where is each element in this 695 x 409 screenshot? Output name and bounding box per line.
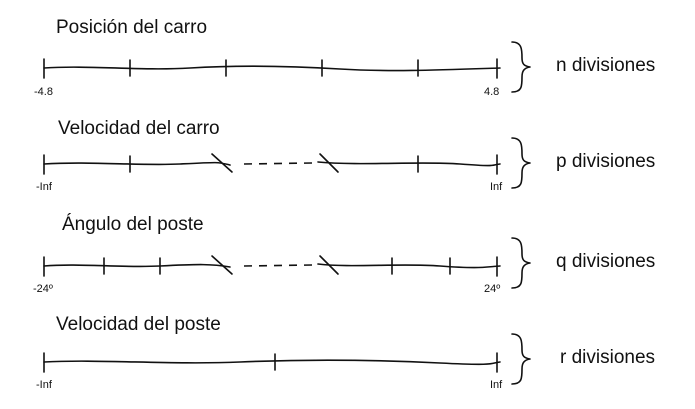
- left-bound-label: -Inf: [36, 379, 53, 391]
- left-bound-label: -4.8: [34, 86, 53, 98]
- row-title: Velocidad del poste: [56, 314, 221, 335]
- axis-line: [43, 263, 231, 268]
- axis-line: [43, 161, 231, 166]
- divisions-label: q divisiones: [556, 251, 655, 272]
- row-cart-position: Posición del carro -4.8 4.8 n divisiones: [34, 17, 655, 98]
- break-slash: [211, 153, 233, 173]
- row-pole-angle: Ángulo del poste -24º 24º q divisiones: [33, 214, 655, 295]
- right-bound-label: 4.8: [484, 86, 499, 98]
- break-slash: [319, 153, 339, 173]
- divisions-label: r divisiones: [560, 347, 655, 368]
- axis-line: [317, 263, 501, 269]
- row-title: Posición del carro: [56, 17, 207, 38]
- right-bound-label: 24º: [484, 283, 500, 295]
- divisions-label: p divisiones: [556, 151, 655, 172]
- axis-line: [43, 359, 501, 366]
- row-title: Ángulo del poste: [62, 214, 204, 235]
- brace-icon: [511, 137, 531, 189]
- row-title: Velocidad del carro: [58, 118, 220, 139]
- left-bound-label: -Inf: [36, 181, 53, 193]
- left-bound-label: -24º: [33, 283, 53, 295]
- divisions-label: n divisiones: [556, 55, 655, 76]
- brace-icon: [511, 237, 531, 289]
- brace-icon: [511, 41, 531, 93]
- row-pole-velocity: Velocidad del poste -Inf Inf r divisione…: [36, 314, 655, 391]
- row-cart-velocity: Velocidad del carro -Inf Inf p divisione…: [36, 118, 655, 193]
- right-bound-label: Inf: [490, 181, 503, 193]
- break-slash: [211, 255, 233, 275]
- axis-break-dashes: [243, 162, 313, 165]
- axis-line: [317, 161, 501, 167]
- brace-icon: [511, 333, 531, 385]
- axis-line: [43, 65, 501, 72]
- break-slash: [319, 255, 339, 275]
- axis-break-dashes: [243, 264, 313, 267]
- right-bound-label: Inf: [490, 379, 503, 391]
